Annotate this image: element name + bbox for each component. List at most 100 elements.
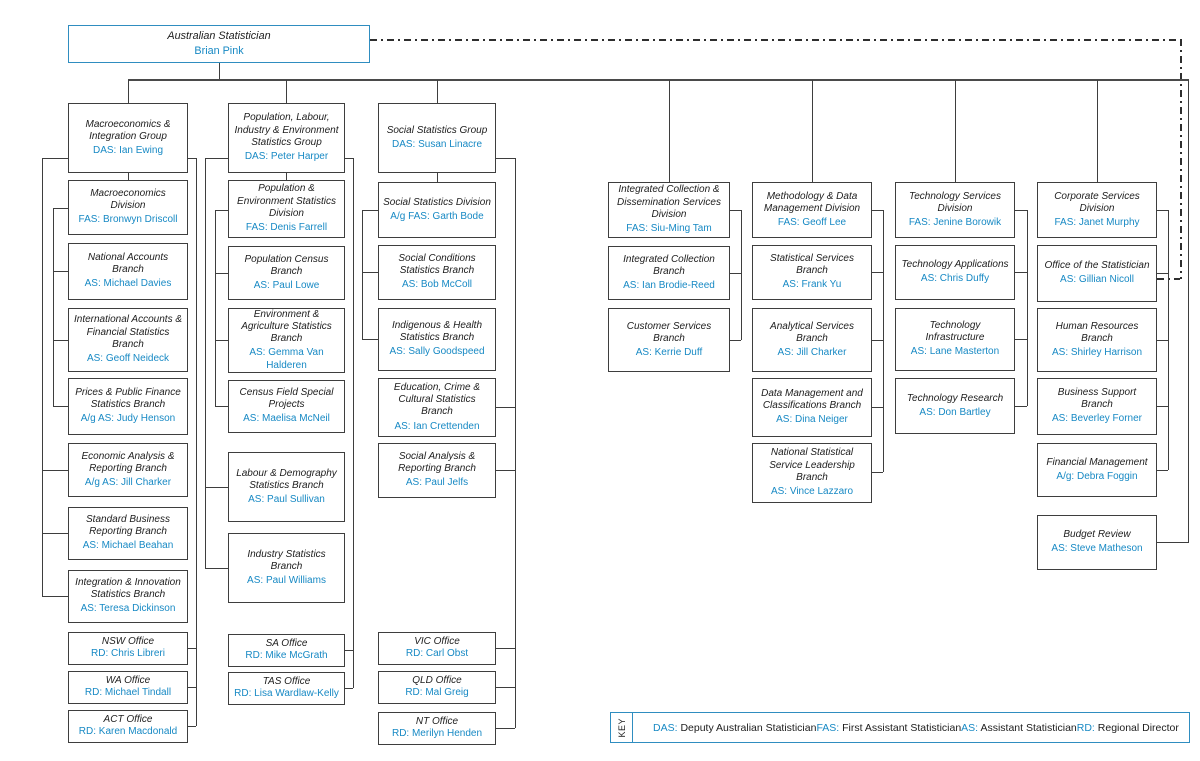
connector-line [42, 596, 68, 598]
box-head: AS: Gemma Van Halderen [249, 347, 324, 371]
box-title: Integration & Innovation Statistics Bran… [75, 577, 181, 601]
box-nsw-office: NSW Office RD: Chris Libreri [68, 632, 188, 665]
box-title: Census Field Special Projects [239, 387, 334, 411]
box-title: Population & Environment Statistics Divi… [237, 183, 336, 219]
box-corporate-services-division: Corporate Services Division FAS: Janet M… [1037, 182, 1157, 238]
box-title: Environment & Agriculture Statistics Bra… [241, 308, 332, 345]
box-head: RD: Merilyn Henden [391, 728, 483, 740]
connector-line [53, 340, 68, 342]
box-title: Standard Business Reporting Branch [86, 514, 170, 538]
box-head: AS: Bob McColl [401, 279, 473, 291]
box-title: Social Analysis & Reporting Branch [398, 451, 476, 475]
box-head: FAS: Bronwyn Driscoll [78, 214, 178, 226]
box-macroeconomics-integration-group: Macroeconomics & Integration Group DAS: … [68, 103, 188, 173]
box-national-statistical-service-leadership-branch: National Statistical Service Leadership … [752, 443, 872, 503]
box-title: Population Census Branch [244, 253, 329, 277]
key-label-box: KEY [610, 712, 633, 743]
box-title: Budget Review [1063, 529, 1131, 541]
box-statistical-services-branch: Statistical Services Branch AS: Frank Yu [752, 245, 872, 300]
box-head: AS: Paul Lowe [253, 279, 320, 291]
box-customer-services-branch: Customer Services Branch AS: Kerrie Duff [608, 308, 730, 372]
box-title: Macroeconomics & Integration Group [85, 118, 171, 142]
box-title: Integrated Collection & Dissemination Se… [617, 184, 721, 220]
box-technology-research: Technology Research AS: Don Bartley [895, 378, 1015, 434]
box-macroeconomics-division: Macroeconomics Division FAS: Bronwyn Dri… [68, 180, 188, 235]
key-entry-rd: RD: Regional Director [1077, 722, 1179, 734]
box-prices-public-finance-branch: Prices & Public Finance Statistics Branc… [68, 378, 188, 435]
box-head: DAS: Peter Harper [244, 151, 329, 163]
box-head: AS: Gillian Nicoll [1060, 274, 1134, 286]
box-title: TAS Office [262, 676, 311, 688]
box-national-accounts-branch: National Accounts Branch AS: Michael Dav… [68, 243, 188, 300]
box-head: FAS: Siu-Ming Tam [626, 223, 712, 235]
box-title: Industry Statistics Branch [247, 548, 326, 572]
connector-line [215, 273, 228, 275]
connector-line [1157, 273, 1168, 275]
box-head: AS: Vince Lazzaro [770, 486, 854, 498]
box-act-office: ACT Office RD: Karen Macdonald [68, 710, 188, 743]
box-head: FAS: Janet Murphy [1054, 216, 1140, 228]
key-text: Regional Director [1097, 721, 1179, 734]
box-international-accounts-branch: International Accounts & Financial Stati… [68, 308, 188, 372]
box-title: Prices & Public Finance Statistics Branc… [75, 387, 181, 411]
box-head: RD: Carl Obst [405, 648, 469, 660]
box-title: Macroeconomics Division [90, 188, 166, 212]
connector-line [215, 406, 228, 408]
box-head: FAS: Geoff Lee [777, 216, 847, 228]
box-population-environment-division: Population & Environment Statistics Divi… [228, 180, 345, 238]
connector-line [515, 158, 517, 728]
box-human-resources-branch: Human Resources Branch AS: Shirley Harri… [1037, 308, 1157, 372]
dashdot-line [1180, 39, 1182, 279]
connector-line [362, 210, 364, 339]
box-title: Data Management and Classifications Bran… [761, 388, 863, 412]
box-social-statistics-group: Social Statistics Group DAS: Susan Linac… [378, 103, 496, 173]
connector-line [883, 210, 885, 472]
box-title: Integrated Collection Branch [623, 253, 715, 277]
connector-line [128, 79, 1189, 81]
connector-line [345, 650, 353, 652]
box-education-crime-cultural-branch: Education, Crime & Cultural Statistics B… [378, 378, 496, 437]
box-vic-office: VIC Office RD: Carl Obst [378, 632, 496, 665]
box-social-analysis-reporting-branch: Social Analysis & Reporting Branch AS: P… [378, 443, 496, 498]
box-title: Corporate Services Division [1054, 190, 1140, 214]
box-head: AS: Dina Neiger [776, 414, 848, 426]
connector-line [1015, 339, 1027, 341]
box-head: AS: Paul Jelfs [405, 477, 469, 489]
connector-line [196, 158, 198, 726]
connector-line [1027, 210, 1029, 406]
box-title: Education, Crime & Cultural Statistics B… [393, 381, 481, 418]
box-office-of-the-statistician: Office of the Statistician AS: Gillian N… [1037, 245, 1157, 302]
box-title: NT Office [415, 716, 459, 728]
box-title: Australian Statistician [167, 29, 271, 42]
box-population-labour-group: Population, Labour, Industry & Environme… [228, 103, 345, 173]
box-financial-management: Financial Management A/g: Debra Foggin [1037, 443, 1157, 497]
box-head: A/g AS: Jill Charker [84, 476, 172, 488]
connector-line [205, 158, 228, 160]
box-title: Technology Applications [901, 259, 1009, 271]
box-head: AS: Michael Davies [84, 278, 172, 290]
box-head: RD: Michael Tindall [84, 687, 172, 699]
connector-line [437, 173, 439, 182]
box-social-conditions-branch: Social Conditions Statistics Branch AS: … [378, 245, 496, 300]
connector-line [872, 210, 883, 212]
connector-line [362, 272, 378, 274]
box-head: A/g FAS: Garth Bode [390, 210, 484, 222]
connector-line [188, 648, 196, 650]
key-abbr: AS: [961, 721, 979, 734]
box-title: Social Statistics Division [383, 196, 491, 208]
box-title: Technology Infrastructure [925, 320, 985, 344]
key-label: KEY [616, 717, 627, 738]
connector-line [1188, 80, 1190, 543]
box-head: AS: Chris Duffy [920, 273, 990, 285]
connector-line [42, 158, 68, 160]
connector-line [669, 80, 671, 182]
key-abbr: DAS: [653, 721, 678, 734]
box-title: Social Conditions Statistics Branch [398, 253, 476, 277]
box-head: AS: Steve Matheson [1051, 543, 1143, 555]
box-head: AS: Maelisa McNeil [243, 413, 330, 425]
box-title: Human Resources Branch [1055, 320, 1139, 344]
connector-line [215, 210, 217, 406]
box-head: DAS: Ian Ewing [92, 144, 164, 156]
box-title: International Accounts & Financial Stati… [73, 314, 183, 350]
